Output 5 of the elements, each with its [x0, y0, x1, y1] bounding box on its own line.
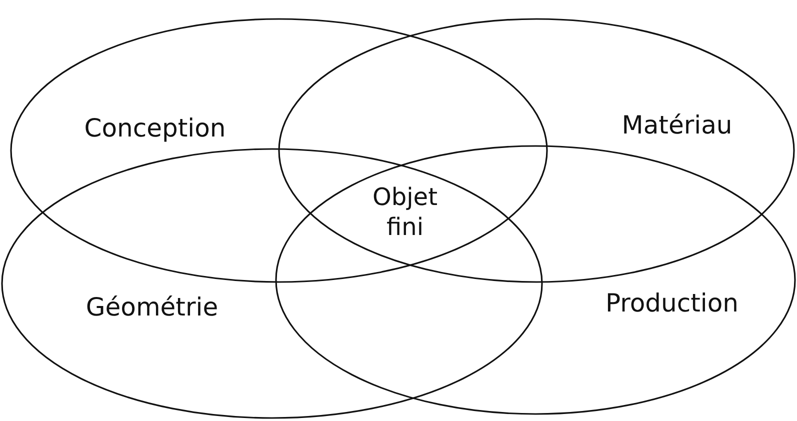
set-label: Conception [84, 114, 226, 142]
set-label: Production [606, 288, 738, 318]
intersection-label: Objet fini [372, 182, 438, 242]
set-label: Géométrie [86, 292, 218, 322]
set-label: Matériau [622, 110, 732, 140]
